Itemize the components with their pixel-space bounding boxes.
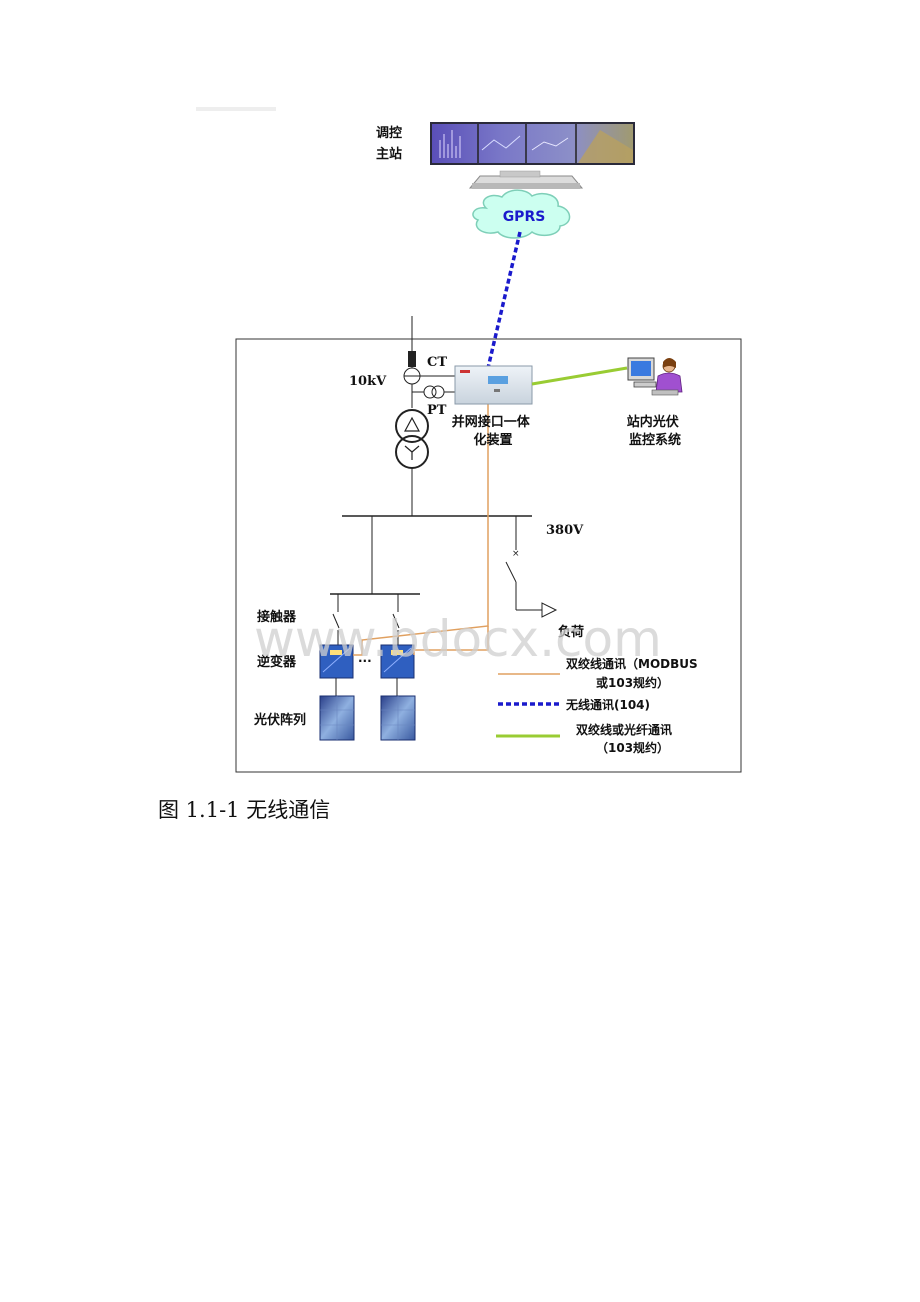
- twisted-pair-link-line: [353, 404, 489, 656]
- gprs-label: GPRS: [503, 209, 546, 225]
- pt-symbol: [423, 385, 445, 399]
- pv-panel-icon: [319, 695, 355, 741]
- dispatch-station-label: 调控 主站: [376, 125, 407, 162]
- twisted-pair-link-line: [413, 626, 489, 655]
- monitoring-workstation-icon: [627, 357, 683, 396]
- transformer-symbol: [395, 409, 429, 469]
- wireless-link-line: [486, 231, 522, 369]
- inverter-icon: [380, 644, 415, 679]
- legend-label-wireless: 无线通讯(104): [565, 697, 650, 712]
- gprs-cloud-icon: [472, 189, 571, 239]
- watermark: www.bdocx.com: [254, 610, 662, 668]
- legend: 双绞线通讯（MODBUS 或103规约） 无线通讯(104) 双绞线或光纤通讯 …: [496, 656, 702, 755]
- ct-fuse-symbol: [408, 351, 416, 367]
- fiber-link-line: [531, 366, 628, 386]
- contactor-symbol: [332, 594, 340, 646]
- station-boundary: [235, 338, 742, 773]
- dispatch-video-wall-icon: [430, 122, 635, 165]
- monitoring-system-label: 站内光伏 监控系统: [627, 414, 684, 448]
- inverter-icon: [319, 644, 354, 679]
- legend-label-fiber: 双绞线或光纤通讯 （103规约）: [576, 722, 676, 755]
- grid-interface-device-icon: [454, 365, 533, 405]
- svg-text:×: ×: [512, 549, 520, 559]
- voltage-10kv-label: 10kV: [349, 374, 387, 389]
- pv-panel-icon: [380, 695, 416, 741]
- figure-caption: 图 1.1-1 无线通信: [158, 798, 331, 822]
- contactor-label: 接触器: [257, 609, 297, 625]
- dispatch-console-icon: [468, 170, 584, 189]
- pv-array-label: 光伏阵列: [253, 712, 306, 728]
- ellipsis-label: ···: [358, 654, 372, 668]
- load-label: 负荷: [558, 624, 584, 640]
- ct-label: CT: [427, 355, 447, 370]
- load-breaker-symbol: [505, 561, 517, 583]
- pt-label: PT: [427, 403, 447, 418]
- scan-artifact: [196, 107, 276, 111]
- inverter-label: 逆变器: [257, 654, 297, 670]
- voltage-380v-label: 380V: [546, 523, 584, 538]
- load-arrow-symbol: [541, 602, 558, 618]
- device-label: 并网接口一体 化装置: [452, 414, 535, 448]
- contactor-symbol: [392, 594, 400, 646]
- legend-label-twisted-pair: 双绞线通讯（MODBUS 或103规约）: [566, 656, 702, 690]
